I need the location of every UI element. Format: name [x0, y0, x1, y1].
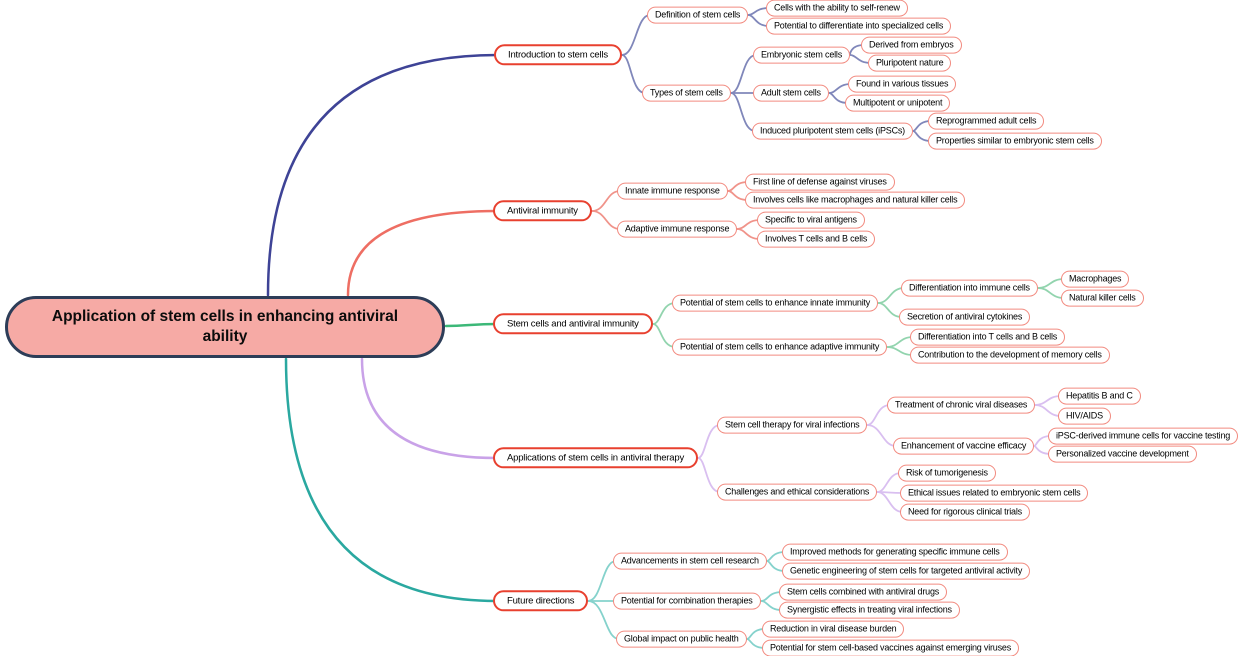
connector — [866, 424, 897, 447]
connector — [444, 322, 498, 328]
branch-node[interactable]: Antiviral immunity — [493, 200, 592, 222]
subtopic-node[interactable]: Definition of stem cells — [647, 6, 749, 24]
leaf-node[interactable]: Hepatitis B and C — [1058, 387, 1141, 405]
subtopic-node[interactable]: Embryonic stem cells — [753, 46, 851, 64]
connector — [587, 560, 617, 602]
connector — [621, 14, 651, 56]
leaf-node[interactable]: Cells with the ability to self-renew — [766, 0, 908, 17]
leaf-node[interactable]: HIV/AIDS — [1058, 407, 1111, 425]
leaf-node[interactable]: Secretion of antiviral cytokines — [899, 308, 1031, 326]
leaf-node[interactable]: Need for rigorous clinical trials — [900, 503, 1030, 521]
subtopic-node[interactable]: Types of stem cells — [642, 84, 731, 102]
connector — [730, 92, 756, 132]
subtopic-node[interactable]: Differentiation into immune cells — [901, 279, 1038, 297]
subtopic-node[interactable]: Stem cell therapy for viral infections — [717, 416, 868, 434]
subtopic-node[interactable]: Innate immune response — [617, 182, 728, 200]
subtopic-node[interactable]: Treatment of chronic viral diseases — [887, 396, 1036, 414]
subtopic-node[interactable]: Potential of stem cells to enhance innat… — [672, 294, 879, 312]
leaf-node[interactable]: Risk of tumorigenesis — [898, 464, 996, 482]
leaf-node[interactable]: Properties similar to embryonic stem cel… — [928, 132, 1102, 150]
connector — [360, 357, 498, 460]
leaf-node[interactable]: Ethical issues related to embryonic stem… — [900, 484, 1089, 502]
subtopic-node[interactable]: Adaptive immune response — [617, 220, 738, 238]
subtopic-node[interactable]: Enhancement of vaccine efficacy — [893, 437, 1035, 455]
leaf-node[interactable]: Contribution to the development of memor… — [910, 346, 1110, 364]
leaf-node[interactable]: Involves cells like macrophages and natu… — [745, 191, 966, 209]
leaf-node[interactable]: Pluripotent nature — [868, 54, 952, 72]
leaf-node[interactable]: Multipotent or unipotent — [845, 94, 951, 112]
connector — [877, 287, 905, 304]
branch-node[interactable]: Applications of stem cells in antiviral … — [493, 447, 698, 469]
leaf-node[interactable]: Macrophages — [1061, 270, 1130, 288]
leaf-node[interactable]: First line of defense against viruses — [745, 173, 895, 191]
connector — [697, 457, 721, 493]
connector — [266, 53, 499, 297]
connector — [886, 336, 914, 348]
leaf-node[interactable]: Reduction in viral disease burden — [762, 620, 905, 638]
subtopic-node[interactable]: Potential for combination therapies — [613, 592, 761, 610]
connector — [621, 54, 646, 94]
leaf-node[interactable]: Synergistic effects in treating viral in… — [779, 601, 960, 619]
subtopic-node[interactable]: Advancements in stem cell research — [613, 552, 767, 570]
connector — [284, 357, 498, 603]
root-node[interactable]: Application of stem cells in enhancing a… — [5, 296, 445, 358]
leaf-node[interactable]: iPSC-derived immune cells for vaccine te… — [1048, 427, 1239, 445]
leaf-node[interactable]: Specific to viral antigens — [757, 211, 865, 229]
subtopic-node[interactable]: Global impact on public health — [616, 630, 747, 648]
leaf-node[interactable]: Natural killer cells — [1061, 289, 1144, 307]
connector — [876, 491, 904, 513]
branch-node[interactable]: Future directions — [493, 590, 589, 612]
connector — [697, 424, 721, 459]
subtopic-node[interactable]: Adult stem cells — [753, 84, 829, 102]
branch-node[interactable]: Stem cells and antiviral immunity — [493, 313, 653, 335]
branch-node[interactable]: Introduction to stem cells — [494, 44, 622, 66]
connector — [591, 210, 621, 230]
connector — [346, 209, 498, 297]
leaf-node[interactable]: Reprogrammed adult cells — [928, 112, 1045, 130]
leaf-node[interactable]: Involves T cells and B cells — [757, 230, 876, 248]
subtopic-node[interactable]: Induced pluripotent stem cells (iPSCs) — [752, 122, 913, 140]
leaf-node[interactable]: Potential for stem cell-based vaccines a… — [762, 639, 1020, 656]
leaf-node[interactable]: Genetic engineering of stem cells for ta… — [782, 562, 1031, 580]
connector — [730, 54, 757, 94]
connector — [876, 472, 902, 493]
leaf-node[interactable]: Stem cells combined with antiviral drugs — [779, 583, 948, 601]
leaf-node[interactable]: Derived from embryos — [861, 36, 962, 54]
leaf-node[interactable]: Potential to differentiate into speciali… — [766, 17, 952, 35]
leaf-node[interactable]: Improved methods for generating specific… — [782, 543, 1008, 561]
subtopic-node[interactable]: Challenges and ethical considerations — [717, 483, 878, 501]
leaf-node[interactable]: Personalized vaccine development — [1048, 445, 1197, 463]
connector — [591, 190, 621, 212]
leaf-node[interactable]: Found in various tissues — [848, 75, 957, 93]
subtopic-node[interactable]: Potential of stem cells to enhance adapt… — [672, 338, 888, 356]
leaf-node[interactable]: Differentiation into T cells and B cells — [910, 328, 1066, 346]
